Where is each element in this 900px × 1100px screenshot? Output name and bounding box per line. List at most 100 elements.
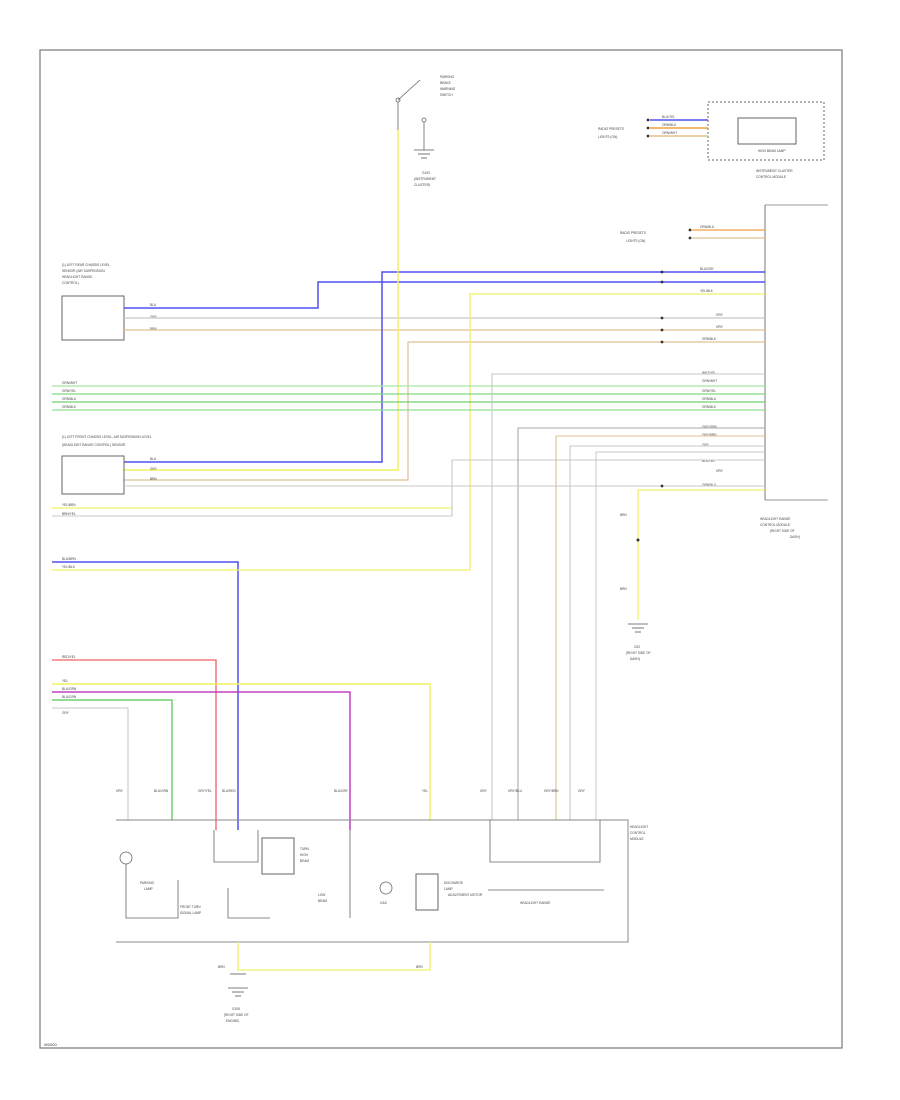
front-wire-2: GRY [150, 467, 158, 471]
ground-right-label-2: (RIGHT SIDE OF [626, 651, 651, 655]
ground-top-label-3: CLUSTER) [414, 183, 430, 187]
parking-brake-label-2: BRAKE [440, 81, 451, 85]
component-10: GAS [380, 901, 387, 905]
right-wire-8: GRN/WHT [702, 379, 717, 383]
right-module-label-2: CONTROL MODULE [760, 523, 790, 527]
front-wire-1: BLU [150, 457, 157, 461]
misc-wire-5: RED/YEL [62, 655, 76, 659]
misc-wire-2: BRN/YEL [62, 512, 76, 516]
component-9: BEAM [318, 899, 327, 903]
right-input-2: LIGHTS (ON) [626, 239, 645, 243]
wire-drop-4 [569, 445, 765, 820]
wire-gry [52, 707, 129, 820]
right-wire-2: BLU/GRY [700, 267, 715, 271]
ground-top-label-1: G193 [422, 171, 430, 175]
wire-blu-brn [52, 561, 239, 830]
rear-sensor-label-1: (1) LEFT REAR CHASSIS LEVEL [62, 263, 110, 267]
ground-right-label-3: DASH) [630, 657, 640, 661]
right-wire-12: GRY/GRN [702, 425, 718, 429]
bottom-module-label-1: HEADLIGHT [630, 825, 648, 829]
misc-wire-4: YEL/BLK [62, 565, 76, 569]
right-wire-3: YEL/BLK [700, 289, 714, 293]
right-input-1: RADIO PRESETS [620, 231, 646, 235]
parking-brake-switch: PARKING BRAKE WARNING SWITCH [395, 75, 456, 130]
rear-wire-1: BLU [150, 303, 157, 307]
page-frame [39, 49, 843, 1049]
front-level-sensor: (1) LEFT FRONT CHASSIS LEVEL, AIR SUSPEN… [61, 435, 158, 495]
wire-rear-blu [124, 281, 765, 309]
component-8: LOW [318, 893, 325, 897]
green-bus: GRN/WHT GRN/YEL GRN/BLU GRN/BLK [52, 381, 765, 411]
relay-box [261, 837, 295, 875]
discharge-unit [415, 873, 439, 911]
drop-label-2: BLU/GRN [154, 789, 169, 793]
cluster-input-1: RADIO PRESETS [598, 127, 624, 131]
misc-wire-8: BLU/GRN [62, 695, 77, 699]
component-2: LAMP [144, 887, 153, 891]
component-7: BEAM [300, 859, 309, 863]
misc-wire-6: YEL [62, 679, 68, 683]
ground-top-label-2: (INSTRUMENT [414, 177, 436, 181]
ground-right-label-1: G20 [634, 645, 640, 649]
wire-front-brn [124, 341, 765, 481]
wire-yellow-brake [124, 130, 399, 471]
cluster-label-2: CONTROL MODULE [756, 175, 786, 179]
parking-lamp-icon [119, 851, 133, 865]
rear-sensor-label-4: CONTROL) [62, 281, 79, 285]
misc-wire-1: YEL/BRN [62, 503, 76, 507]
wire-blu-grn-1 [52, 691, 351, 830]
component-3: FRONT TURN [180, 905, 201, 909]
footer-id: W2000 [44, 1042, 57, 1047]
cluster-input-2: LIGHTS (ON) [598, 135, 617, 139]
right-wire-15: BLK/YEL [702, 459, 715, 463]
right-connector: HEADLIGHT RANGE CONTROL MODULE (RIGHT SI… [620, 204, 828, 539]
parking-brake-label-4: SWITCH [440, 93, 453, 97]
front-wire-3: BRN [150, 477, 157, 481]
component-11: DISCHARGE [444, 881, 463, 885]
ground-bottom-label-3: ENGINE) [226, 1019, 239, 1023]
right-wire-5: GRY [716, 325, 724, 329]
right-wire-7: WHT/YEL [702, 371, 716, 375]
drop-label-9: GRY/BRN [544, 789, 559, 793]
drop-label-1: GRY [116, 789, 124, 793]
component-1: PARKING [140, 881, 155, 885]
ground-wire-label-1: BRN [620, 513, 627, 517]
ground-wire-label-3: BRN [218, 965, 225, 969]
drop-label-8: GRY/BLU [508, 789, 523, 793]
right-wire-11: GRN/BLK [702, 405, 717, 409]
wire-drop-3 [555, 435, 765, 820]
drop-label-4: BLU/RED [222, 789, 237, 793]
right-module-label-3: (RIGHT SIDE OF [770, 529, 795, 533]
ground-bottom-label-1: G108 [232, 1007, 240, 1011]
parking-brake-label-1: PARKING [440, 75, 455, 79]
ground-bottom-label-2: (RIGHT SIDE OF [224, 1013, 249, 1017]
left-bus-wire-4: GRN/BLK [62, 405, 77, 409]
wire-blu-grn-2 [52, 699, 173, 820]
wire-front-blu [124, 271, 765, 463]
instrument-cluster: HIGH BEAM LAMP INSTRUMENT CLUSTER CONTRO… [598, 101, 825, 179]
component-4: SIGNAL LAMP [180, 911, 201, 915]
drop-label-10: GRY [578, 789, 586, 793]
front-sensor-label-1: (1) LEFT FRONT CHASSIS LEVEL, AIR SUSPEN… [62, 435, 152, 439]
cluster-wire-3: ORN/WHT [662, 131, 677, 135]
ground-top: G193 (INSTRUMENT CLUSTER) [414, 122, 436, 187]
wire-yel-blk [469, 293, 765, 570]
right-wire-17: GRN/BLU [702, 483, 717, 487]
component-5: TURN [300, 847, 310, 851]
rear-wire-3: BRN [150, 327, 157, 331]
component-6: HIGH [300, 853, 309, 857]
misc-wire-7: BLU/GRN [62, 687, 77, 691]
cluster-label-1: INSTRUMENT CLUSTER [756, 169, 793, 173]
rear-wire-2: GRY [150, 315, 158, 319]
right-wire-1: ORN/BLU [700, 225, 715, 229]
ground-right: BRN BRN G20 (RIGHT SIDE OF DASH) [620, 489, 765, 661]
wire-drop-1 [491, 373, 765, 820]
splice-dots [646, 118, 692, 488]
right-wire-4: GRY [716, 313, 724, 317]
cluster-lamp-label: HIGH BEAM LAMP [758, 149, 785, 153]
right-wire-16: GRY [716, 469, 724, 473]
wire-red-yel [52, 659, 217, 830]
cluster-wire-2: ORN/BLU [662, 123, 677, 127]
wire-drop-5 [595, 451, 765, 820]
